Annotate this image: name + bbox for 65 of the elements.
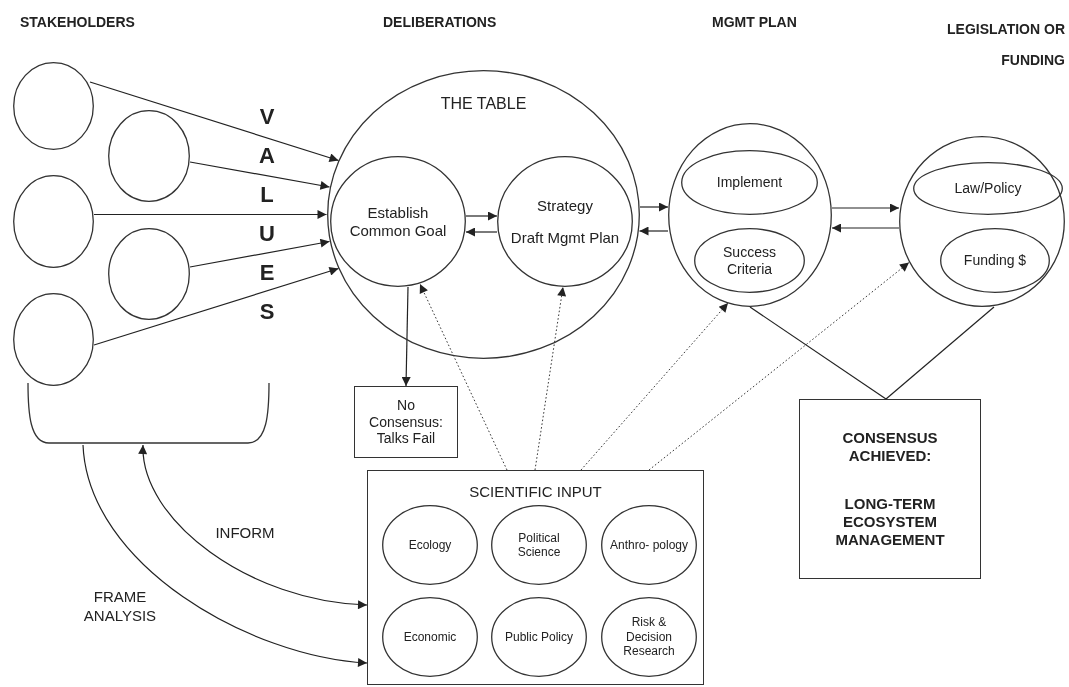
criteria-ellipse <box>694 228 805 293</box>
arrow <box>93 266 340 346</box>
column-heading: STAKEHOLDERS <box>20 14 136 30</box>
outcome-box <box>354 386 458 458</box>
law-ellipse <box>913 162 1063 215</box>
group-title: SCIENTIFIC INPUT <box>469 483 602 501</box>
node-text: Economic <box>403 629 457 645</box>
legislation-circle <box>899 136 1065 307</box>
node-text: No Consensus: Talks Fail <box>368 396 444 448</box>
discipline-ellipse <box>382 597 478 677</box>
stakeholder-circle <box>13 62 94 150</box>
stakeholder-circle <box>108 110 190 202</box>
arrow <box>401 286 411 387</box>
column-heading: DELIBERATIONS <box>383 14 498 30</box>
discipline-ellipse <box>491 505 587 585</box>
arrow <box>465 227 498 237</box>
discipline-ellipse <box>601 505 697 585</box>
arrow <box>831 203 900 213</box>
implement-ellipse <box>681 150 818 215</box>
node-text: Strategy <box>537 196 593 215</box>
stakeholder-circle <box>13 175 94 268</box>
column-heading: LEGISLATION OR FUNDING <box>946 20 1065 70</box>
arrow <box>93 210 328 219</box>
goal-circle <box>330 156 466 287</box>
node-text: Ecology <box>408 537 452 553</box>
plan-circle <box>668 123 832 307</box>
node-text: Anthro- pology <box>609 537 688 553</box>
node-text: Risk & Decision Research <box>622 615 676 659</box>
arrow <box>831 223 900 233</box>
edge-label: INFORM <box>214 524 276 543</box>
arrow <box>638 226 669 236</box>
discipline-ellipse <box>601 597 697 677</box>
discipline-ellipse <box>382 505 478 585</box>
node-text: Implement <box>716 174 783 191</box>
stakeholder-circle <box>108 228 190 320</box>
node-text: Establish Common Goal <box>348 203 448 240</box>
arrow <box>465 211 498 221</box>
arrow <box>139 444 368 609</box>
discipline-ellipse <box>491 597 587 677</box>
arrow <box>189 161 331 190</box>
consensus-box <box>799 399 981 579</box>
stakeholder-circle <box>13 293 94 386</box>
table-circle <box>327 70 640 359</box>
arrow <box>639 202 669 212</box>
connector-line <box>749 306 887 400</box>
node-text: Success Criteria <box>722 243 777 278</box>
node-text: CONSENSUS ACHIEVED: <box>841 429 939 465</box>
vertical-label: VALUES <box>258 103 276 326</box>
node-text: LONG-TERM ECOSYSTEM MANAGEMENT <box>834 495 946 549</box>
stakeholder-bracket <box>27 383 270 444</box>
node-text: Public Policy <box>505 629 573 645</box>
column-heading: MGMT PLAN <box>712 14 798 30</box>
edge-label: FRAME ANALYSIS <box>82 588 158 626</box>
arrow <box>82 444 368 667</box>
connector-line <box>885 306 995 400</box>
arrow <box>189 238 331 268</box>
science-box <box>367 470 704 685</box>
arrow <box>89 81 340 163</box>
node-text: Draft Mgmt Plan <box>510 228 620 247</box>
funding-ellipse <box>940 228 1050 293</box>
strategy-circle <box>497 156 633 287</box>
group-title: THE TABLE <box>440 94 527 114</box>
node-text: Political Science <box>516 530 562 560</box>
node-text: Law/Policy <box>954 180 1022 197</box>
node-text: Funding $ <box>963 252 1027 269</box>
